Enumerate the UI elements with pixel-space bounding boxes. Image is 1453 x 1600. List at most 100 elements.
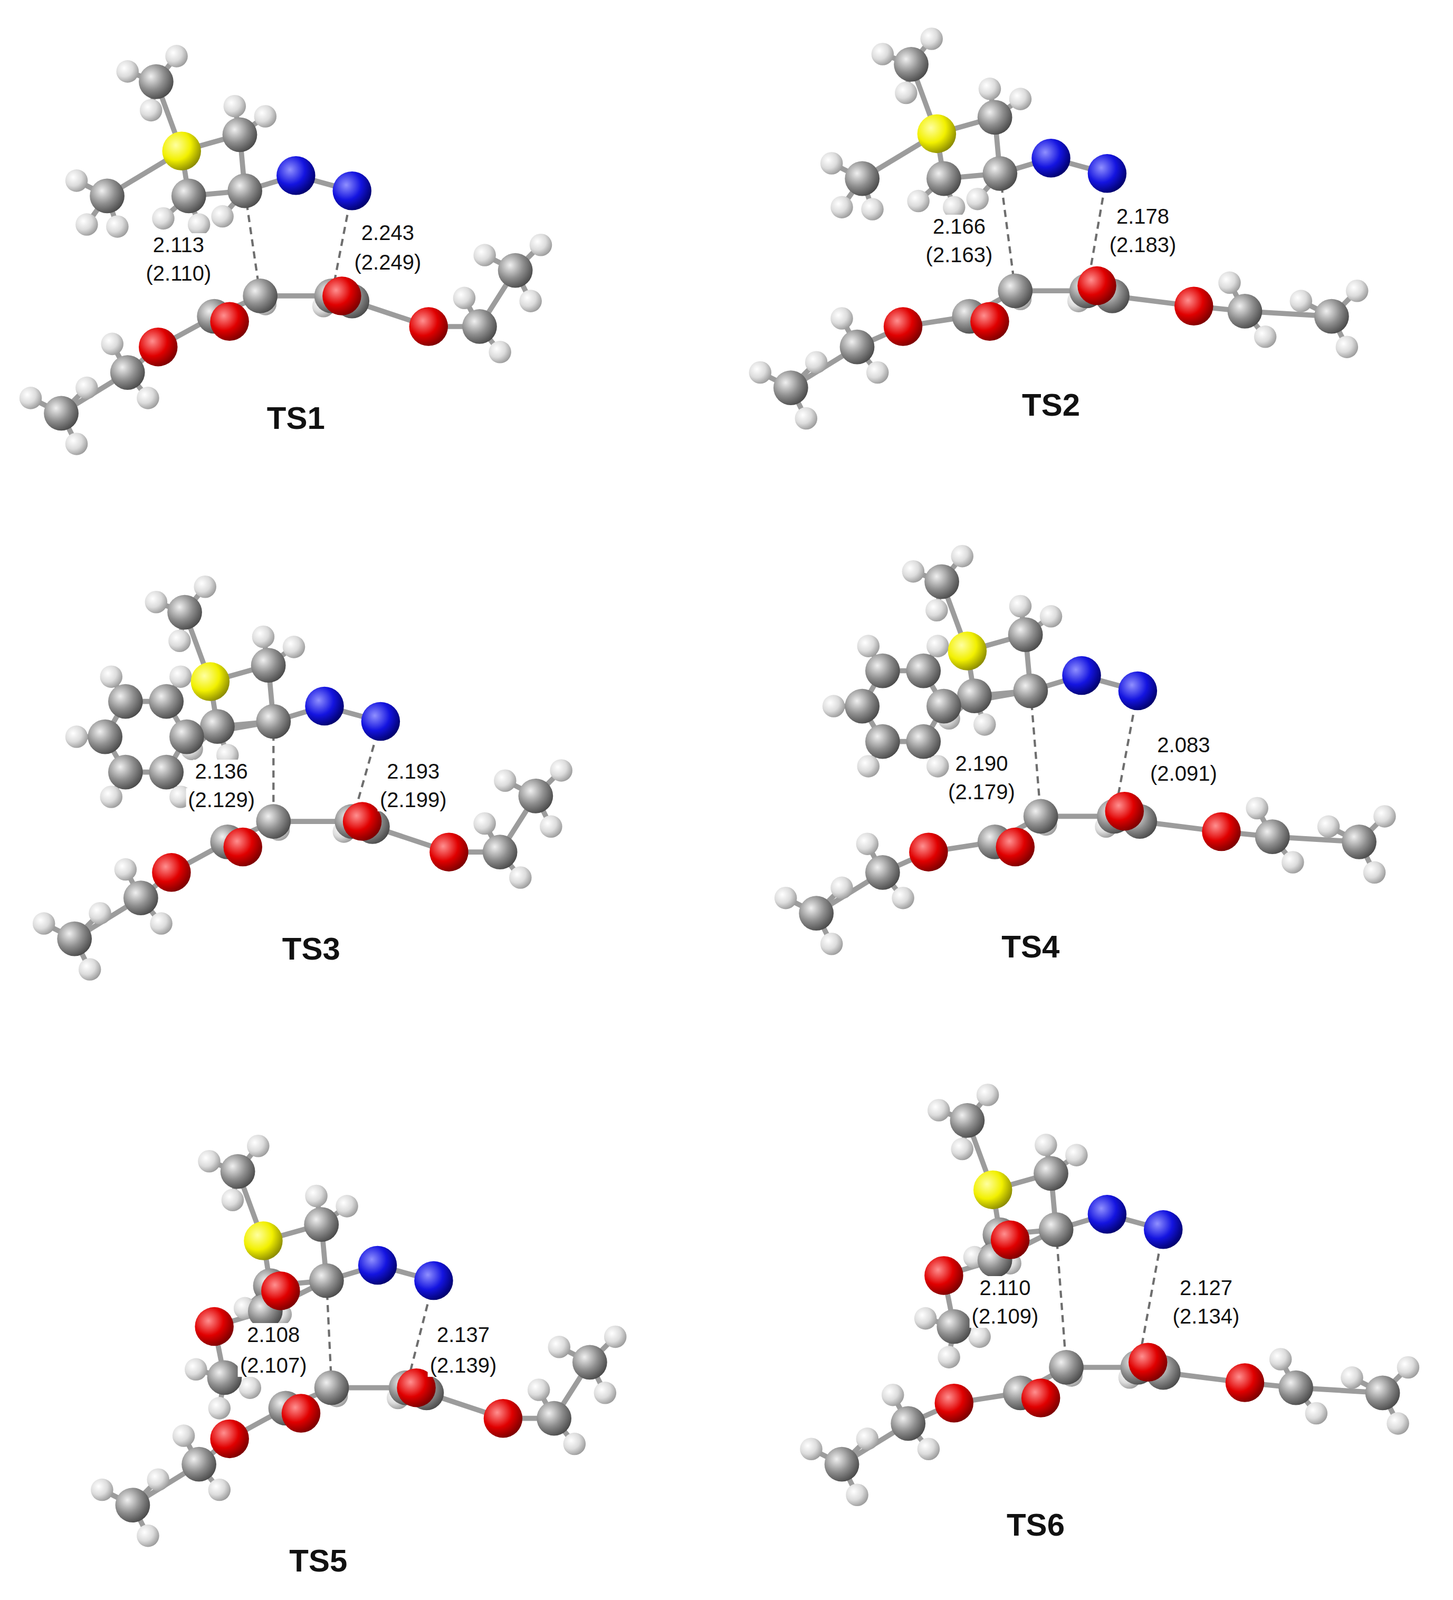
atom-sphere: [1305, 1402, 1328, 1426]
atom-sphere: [332, 171, 371, 211]
atom-sphere: [165, 44, 188, 68]
distance-label: 2.127: [1177, 1276, 1235, 1300]
bond-lines: [30, 39, 1409, 1537]
atom-sphere: [169, 665, 193, 688]
atom-sphere: [865, 653, 901, 689]
atom-sphere: [108, 754, 143, 790]
atom-sphere: [824, 1447, 860, 1483]
atom-sphere: [65, 169, 89, 193]
atom-sphere: [924, 1256, 963, 1296]
atom-sphere: [243, 1221, 283, 1261]
atom-sphere: [1340, 1366, 1364, 1390]
atom-sphere: [184, 1358, 208, 1382]
atom-sphere: [1034, 1133, 1058, 1157]
atom-sphere: [934, 1383, 974, 1423]
atom-sphere: [429, 832, 468, 872]
atom-sphere: [361, 702, 400, 742]
atom-sphere: [303, 1207, 339, 1242]
atom-sphere: [193, 575, 217, 599]
distance-label: (2.107): [237, 1353, 310, 1378]
atom-sphere: [1218, 271, 1241, 295]
atom-sphere: [539, 815, 563, 839]
atom-sphere: [148, 754, 184, 790]
atom-sphere: [1174, 287, 1213, 327]
atom-sphere: [108, 684, 143, 720]
atom-sphere: [890, 1406, 926, 1441]
structure-label: TS4: [999, 929, 1062, 965]
atom-sphere: [151, 207, 175, 231]
atom-sphere: [839, 329, 875, 365]
atom-sphere: [136, 386, 160, 410]
distance-label: 2.108: [244, 1323, 302, 1347]
atom-sphere: [148, 684, 184, 720]
atom-sphere: [1128, 1343, 1168, 1383]
atom-sphere: [1278, 1370, 1314, 1406]
distance-label: (2.179): [945, 780, 1018, 804]
atom-sphere: [199, 709, 235, 744]
atom-sphere: [1201, 812, 1241, 852]
distance-label: 2.136: [193, 759, 251, 783]
atom-sphere: [123, 880, 159, 916]
atom-sphere: [453, 287, 476, 310]
atom-sphere: [172, 1424, 196, 1448]
atom-sphere: [1105, 791, 1144, 831]
atom-sphere: [830, 307, 854, 330]
atom-sphere: [75, 376, 99, 400]
distance-label: (2.199): [377, 788, 449, 812]
atom-sphere: [830, 876, 854, 900]
atom-sphere: [845, 1483, 869, 1507]
atom-sphere: [1227, 293, 1263, 329]
atom-sphere: [820, 932, 844, 956]
atom-sphere: [222, 117, 258, 152]
atom-sphere: [255, 804, 291, 839]
atom-sphere: [304, 1184, 328, 1208]
atom-sphere: [261, 1271, 300, 1311]
atom-sphere: [950, 1138, 974, 1161]
atom-sphere: [309, 1263, 344, 1299]
atom-sphere: [950, 545, 974, 568]
atom-sphere: [1254, 325, 1277, 349]
atom-sphere: [844, 689, 880, 724]
atom-sphere: [482, 834, 518, 870]
atom-sphere: [227, 173, 263, 209]
structure-label: TS2: [1019, 387, 1083, 423]
atom-sphere: [208, 1478, 232, 1502]
distance-label: 2.166: [930, 214, 988, 238]
atom-sphere: [594, 1381, 617, 1405]
structure-label: TS3: [280, 931, 343, 967]
atom-sphere: [223, 94, 247, 118]
atom-sphere: [1363, 861, 1386, 885]
atom-sphere: [905, 653, 941, 689]
atom-sphere: [223, 827, 263, 867]
atom-sphere: [909, 832, 948, 872]
atom-sphere: [1289, 289, 1313, 313]
atom-sphere: [861, 197, 884, 221]
atom-sphere: [242, 278, 278, 314]
atom-sphere: [891, 886, 915, 910]
structure-label: TS1: [264, 400, 328, 436]
distance-label: 2.113: [150, 233, 207, 257]
atom-sphere: [282, 635, 306, 659]
atom-sphere: [1317, 815, 1341, 839]
atom-sphere: [883, 307, 923, 347]
atom-sphere: [473, 812, 496, 836]
atom-sphere: [19, 386, 43, 410]
atom-sphere: [1033, 1156, 1069, 1192]
atom-sphere: [820, 151, 844, 175]
atom-sphere: [220, 1154, 256, 1190]
atom-sphere: [978, 77, 1002, 101]
atom-sphere: [865, 724, 901, 760]
atom-sphere: [906, 189, 930, 213]
atom-sphere: [78, 958, 102, 981]
atom-sphere: [572, 1344, 608, 1380]
atom-sphere: [917, 1437, 941, 1461]
forming-bond: [1030, 691, 1041, 817]
atom-sphere: [926, 161, 962, 197]
atom-sphere: [1038, 1212, 1074, 1248]
atom-sphere: [1031, 138, 1070, 178]
atom-sphere: [937, 1345, 961, 1369]
atom-sphere: [1255, 819, 1290, 855]
atom-sphere: [1012, 673, 1048, 709]
atom-sphere: [488, 340, 512, 364]
atom-sphere: [1048, 1350, 1084, 1385]
